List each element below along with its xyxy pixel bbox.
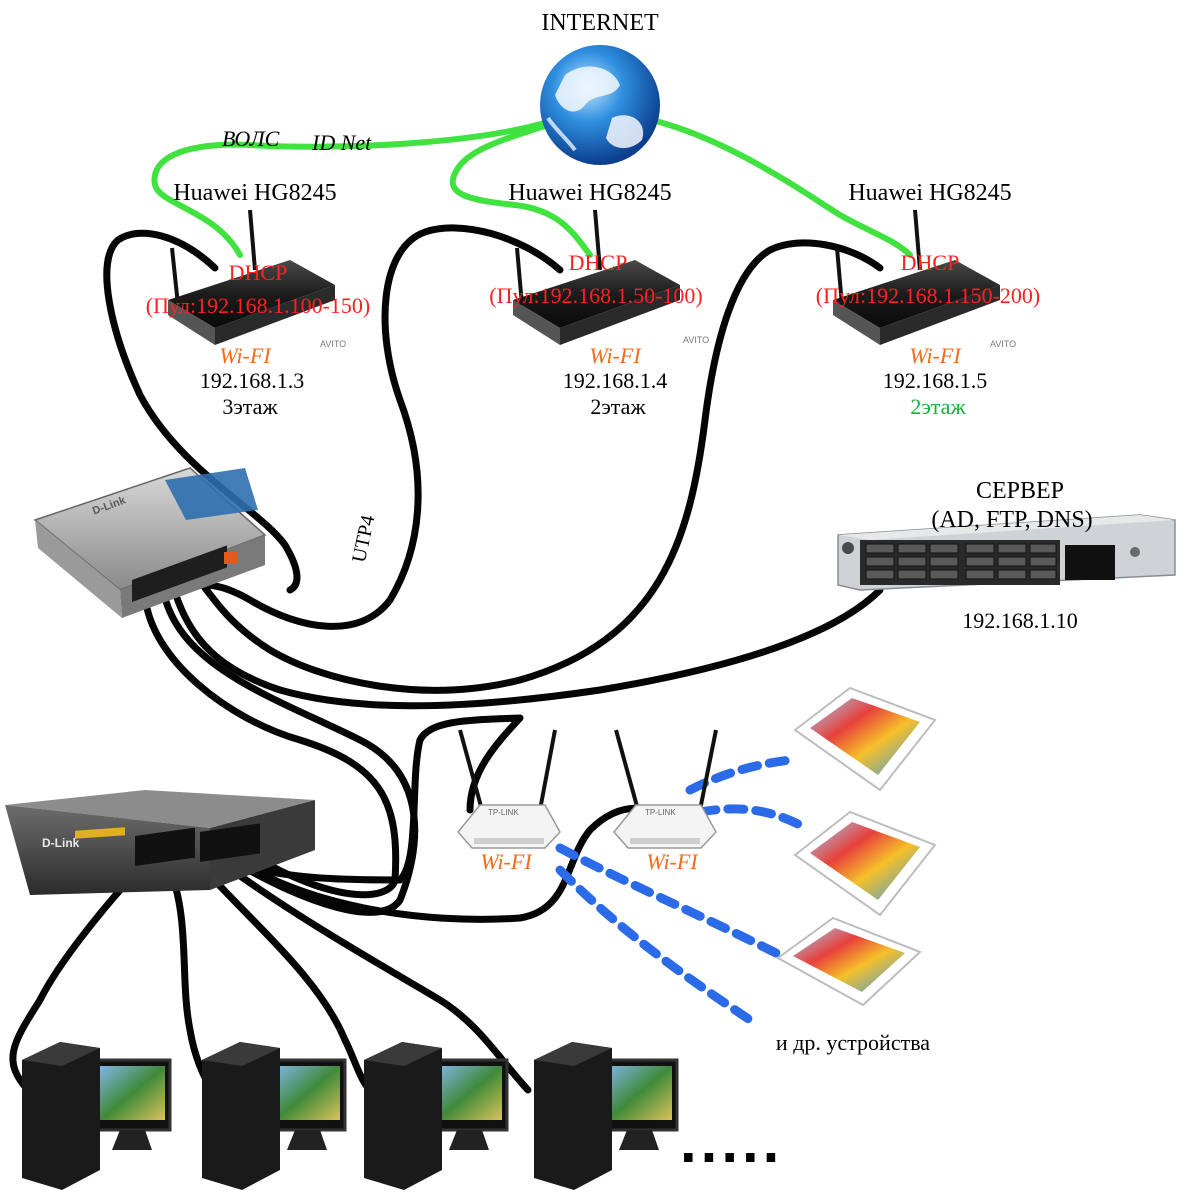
access-point-1-brand: TP-LINK [488, 808, 519, 817]
wireless-link-tablet-1 [685, 755, 795, 795]
switch-big-brand: D-Link [42, 836, 80, 850]
internet-label: INTERNET [541, 10, 659, 36]
provider-label: ID Net [312, 130, 372, 155]
pc-2-icon [202, 1042, 347, 1190]
other-devices-label: и др. устройства [775, 1030, 931, 1055]
cable-router1-switch [103, 229, 301, 594]
fiber-label: ВОЛС [222, 126, 280, 151]
wireless-link-others [555, 865, 755, 1025]
router-3-ip: 192.168.1.5 [882, 368, 988, 393]
cable-pc3 [201, 866, 374, 1094]
router-3-pool: (Пул:192.168.1.150-200) [815, 283, 1041, 308]
router-2-model: Huawei HG8245 [508, 180, 672, 206]
router-1-floor: 3этаж [222, 394, 278, 419]
cable-server-switch [171, 586, 884, 710]
router-2-watermark: AVITO [683, 335, 710, 345]
switch-small-icon [33, 467, 267, 618]
cable-ap1 [221, 714, 524, 884]
router-3-watermark: AVITO [990, 339, 1017, 349]
router-3-model: Huawei HG8245 [848, 180, 1012, 206]
access-point-1-icon [457, 729, 561, 849]
server-ip: 192.168.1.10 [962, 608, 1078, 633]
pc-1-icon [22, 1042, 172, 1190]
fiber-links [151, 117, 913, 258]
cable-pc1 [9, 864, 144, 1094]
router-3-floor: 2этаж [910, 394, 966, 419]
more-pcs-ellipsis: ..... [680, 1108, 784, 1175]
wireless-links [555, 755, 805, 1025]
router-1-watermark: AVITO [320, 339, 347, 349]
utp-cables [9, 224, 884, 1099]
router-2-dhcp: DHCP [568, 250, 628, 275]
access-point-2-wifi: Wi-FI [646, 849, 698, 874]
cable-router3-switch [201, 239, 884, 694]
pc-4-icon [534, 1042, 679, 1190]
fiber-link-router-2 [449, 122, 593, 258]
pc-3-icon [364, 1042, 509, 1190]
access-point-2-brand: TP-LINK [645, 808, 676, 817]
wireless-link-tablet-3 [555, 843, 785, 960]
router-3-icon [833, 209, 1000, 345]
fiber-link-router-1 [151, 119, 551, 258]
tablet-2-icon [793, 810, 937, 917]
router-1-wifi: Wi-FI [219, 343, 271, 368]
router-3-wifi: Wi-FI [909, 343, 961, 368]
wireless-link-tablet-2 [695, 804, 805, 830]
router-1-model: Huawei HG8245 [173, 180, 337, 206]
router-2-pool: (Пул:192.168.1.50-100) [489, 283, 703, 308]
router-1-icon [168, 209, 335, 345]
cable-ap2 [226, 804, 654, 923]
router-2-wifi: Wi-FI [589, 343, 641, 368]
cable-switch-uplink-2 [161, 594, 419, 916]
router-1-pool: (Пул:192.168.1.100-150) [145, 293, 371, 318]
cable-pc4 [221, 861, 532, 1094]
router-2-icon [513, 209, 680, 345]
router-3-dhcp: DHCP [900, 250, 960, 275]
server-icon [837, 514, 1176, 591]
router-1-dhcp: DHCP [228, 260, 288, 285]
router-2-floor: 2этаж [590, 394, 646, 419]
internet-globe-icon [540, 45, 660, 165]
fiber-link-router-3 [649, 117, 913, 258]
server-title: СЕРВЕР [975, 478, 1065, 504]
cable-router2-switch [186, 224, 564, 630]
switch-big-icon [5, 790, 315, 895]
access-point-2-icon [613, 729, 718, 849]
server-roles: (AD, FTP, DNS) [931, 507, 1093, 533]
router-2-ip: 192.168.1.4 [562, 368, 668, 393]
router-1-ip: 192.168.1.3 [199, 368, 305, 393]
tablet-3-icon [776, 916, 922, 1007]
tablet-1-icon [793, 686, 937, 792]
access-point-1-wifi: Wi-FI [480, 849, 532, 874]
